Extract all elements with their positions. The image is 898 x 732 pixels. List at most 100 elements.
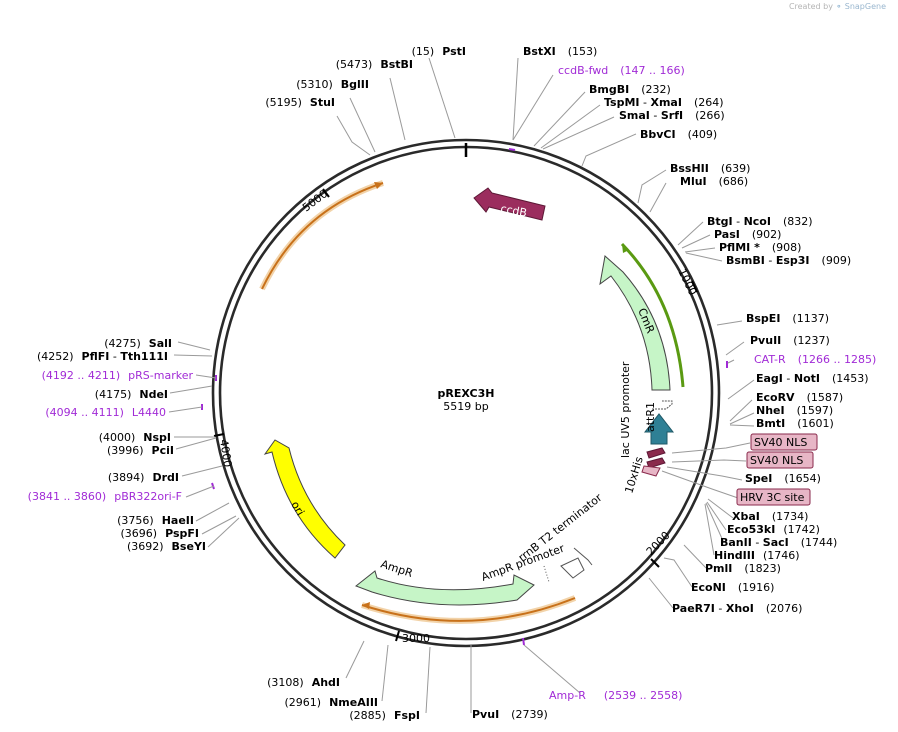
- site-label: PasI(902): [714, 228, 781, 241]
- site-label: PmlI(1823): [705, 562, 781, 575]
- snapgene-logo-icon: ⚬: [835, 2, 843, 11]
- site-label: (4275)SalI: [104, 337, 172, 350]
- site-label: TspMI - XmaI(264): [604, 96, 724, 109]
- tick-mark-3000: [395, 630, 400, 642]
- sv40-nls-2-marker: [646, 457, 666, 469]
- AmpR-label: AmpR: [379, 557, 415, 580]
- site-label: (3756)HaeII: [117, 514, 194, 527]
- site-label: XbaI(1734): [732, 510, 808, 523]
- bottom-orange-arrowhead: [362, 602, 370, 609]
- ccdB-label: ccdB: [499, 202, 527, 219]
- lac-uv5-promoter-arrow: [652, 400, 673, 410]
- enzyme-labels-right: BstXI(153) BmgBI(232) TspMI - XmaI(264) …: [472, 45, 869, 721]
- CmR-green-primer-arrowhead: [622, 244, 629, 253]
- watermark-brand: SnapGene: [844, 2, 886, 11]
- site-label: BtgI - NcoI(832): [707, 215, 813, 228]
- site-label: (4252)PflFI - Tth111I: [37, 350, 168, 363]
- site-label: BsmBI - Esp3I(909): [726, 254, 851, 267]
- primer-label: Amp-R(2539 .. 2558): [549, 689, 682, 702]
- site-label: (5473)BstBI: [336, 58, 413, 71]
- ori-label: ori: [288, 499, 306, 518]
- tick-label-1000: 1000: [675, 267, 699, 298]
- primer-label: CAT-R(1266 .. 1285): [754, 353, 876, 366]
- plasmid-length: 5519 bp: [443, 400, 488, 413]
- site-label: (3108)AhdI: [267, 676, 340, 689]
- site-label: NheI(1597): [756, 404, 833, 417]
- site-label: SpeI(1654): [745, 472, 821, 485]
- site-label: (15)PstI: [412, 45, 466, 58]
- enzyme-labels-left: (15)PstI (5473)BstBI (5310)BglII (5195)S…: [37, 45, 466, 722]
- ori-arrow: [263, 439, 346, 559]
- tick-mark-5000: [322, 188, 330, 198]
- primer-label: (4192 .. 4211)pRS-marker: [42, 369, 194, 382]
- sv40-nls-1-marker: [646, 447, 666, 459]
- snapgene-watermark: Created by ⚬ SnapGene: [789, 2, 886, 11]
- left-orange-arrowhead: [374, 182, 383, 189]
- attR1-label: attR1: [644, 402, 657, 432]
- CmR-arrow: [599, 255, 671, 391]
- primer-labels: ccdB-fwd(147 .. 166) CAT-R(1266 .. 1285)…: [28, 64, 877, 702]
- ccdB-arrow: [473, 187, 546, 221]
- site-label: PflMI *(908): [719, 241, 801, 254]
- site-label: BmgBI(232): [589, 83, 671, 96]
- lac-uv5-promoter-label: lac UV5 promoter: [619, 361, 632, 458]
- hrv-3c-site-label: HRV 3C site: [740, 491, 805, 504]
- site-label: PvuI(2739): [472, 708, 548, 721]
- rrnb-terminator-marker: [560, 557, 585, 579]
- watermark-prefix: Created by: [788, 2, 833, 11]
- site-label: (3996)PciI: [107, 444, 174, 457]
- features: ccdB CmR ori AmpR attR1 lac UV5 promoter…: [259, 180, 685, 624]
- tick-mark-1000: [691, 280, 698, 293]
- leader-lines: [470, 57, 755, 713]
- primer-label: (4094 .. 4111)L4440: [45, 406, 166, 419]
- sv40-nls-box-2: [746, 451, 814, 469]
- boxed-feature-labels: SV40 NLS SV40 NLS HRV 3C site: [736, 433, 818, 506]
- site-label: PaeR7I - XhoI(2076): [672, 602, 802, 615]
- primer-label: ccdB-fwd(147 .. 166): [558, 64, 685, 77]
- site-label: BanII - SacI(1744): [720, 536, 837, 549]
- tick-label-3000: 3000: [402, 632, 430, 645]
- plasmid-name: pREXC3H: [438, 387, 495, 400]
- ampr-promoter-marker: [573, 547, 593, 566]
- site-label: BstXI(153): [523, 45, 597, 58]
- backbone: [211, 138, 721, 648]
- site-label: BspEI(1137): [746, 312, 829, 325]
- site-label: (2885)FspI: [349, 709, 420, 722]
- bottom-orange-primer: [361, 597, 576, 622]
- site-label: (3894)DrdI: [108, 471, 179, 484]
- site-label: (5195)StuI: [265, 96, 335, 109]
- tick-mark-4000: [213, 433, 225, 437]
- site-label: BssHII(639): [670, 162, 750, 175]
- sv40-nls-label-2: SV40 NLS: [750, 454, 803, 467]
- ampr-promoter-dotted-line: [543, 565, 550, 583]
- site-label: (5310)BglII: [296, 78, 369, 91]
- his-tag-label: 10xHis: [622, 455, 645, 495]
- Amp-R-mark: [522, 637, 525, 646]
- site-label: (2961)NmeAIII: [285, 696, 379, 709]
- tick-mark-2000: [650, 558, 660, 568]
- sv40-nls-label-1: SV40 NLS: [754, 436, 807, 449]
- site-label: (4000)NspI: [99, 431, 171, 444]
- tick-label-4000: 4000: [217, 438, 234, 468]
- primer-label: (3841 .. 3860)pBR322ori-F: [28, 490, 182, 503]
- site-label: MluI(686): [680, 175, 748, 188]
- leader-lines-left: [168, 57, 456, 714]
- CmR-green-primer: [620, 242, 685, 388]
- sv40-nls-box-1: [750, 433, 818, 451]
- site-label: EcoRV(1587): [756, 391, 843, 404]
- site-label: (4175)NdeI: [95, 388, 168, 401]
- site-label: Eco53kI(1742): [727, 523, 820, 536]
- site-label: SmaI - SrfI(266): [619, 109, 725, 122]
- AmpR-arrow: [354, 570, 535, 606]
- his-tag-marker: [641, 465, 661, 477]
- site-label: (3696)PspFI: [121, 527, 199, 540]
- ccdB-fwd-mark: [508, 148, 516, 151]
- left-orange-primer: [261, 182, 384, 290]
- attR1-arrow: [643, 413, 675, 445]
- site-label: BmtI(1601): [756, 417, 834, 430]
- site-label: EcoNI(1916): [691, 581, 774, 594]
- site-label: EagI - NotI(1453): [756, 372, 869, 385]
- site-label: BbvCI(409): [640, 128, 717, 141]
- site-label: HindIII(1746): [714, 549, 800, 562]
